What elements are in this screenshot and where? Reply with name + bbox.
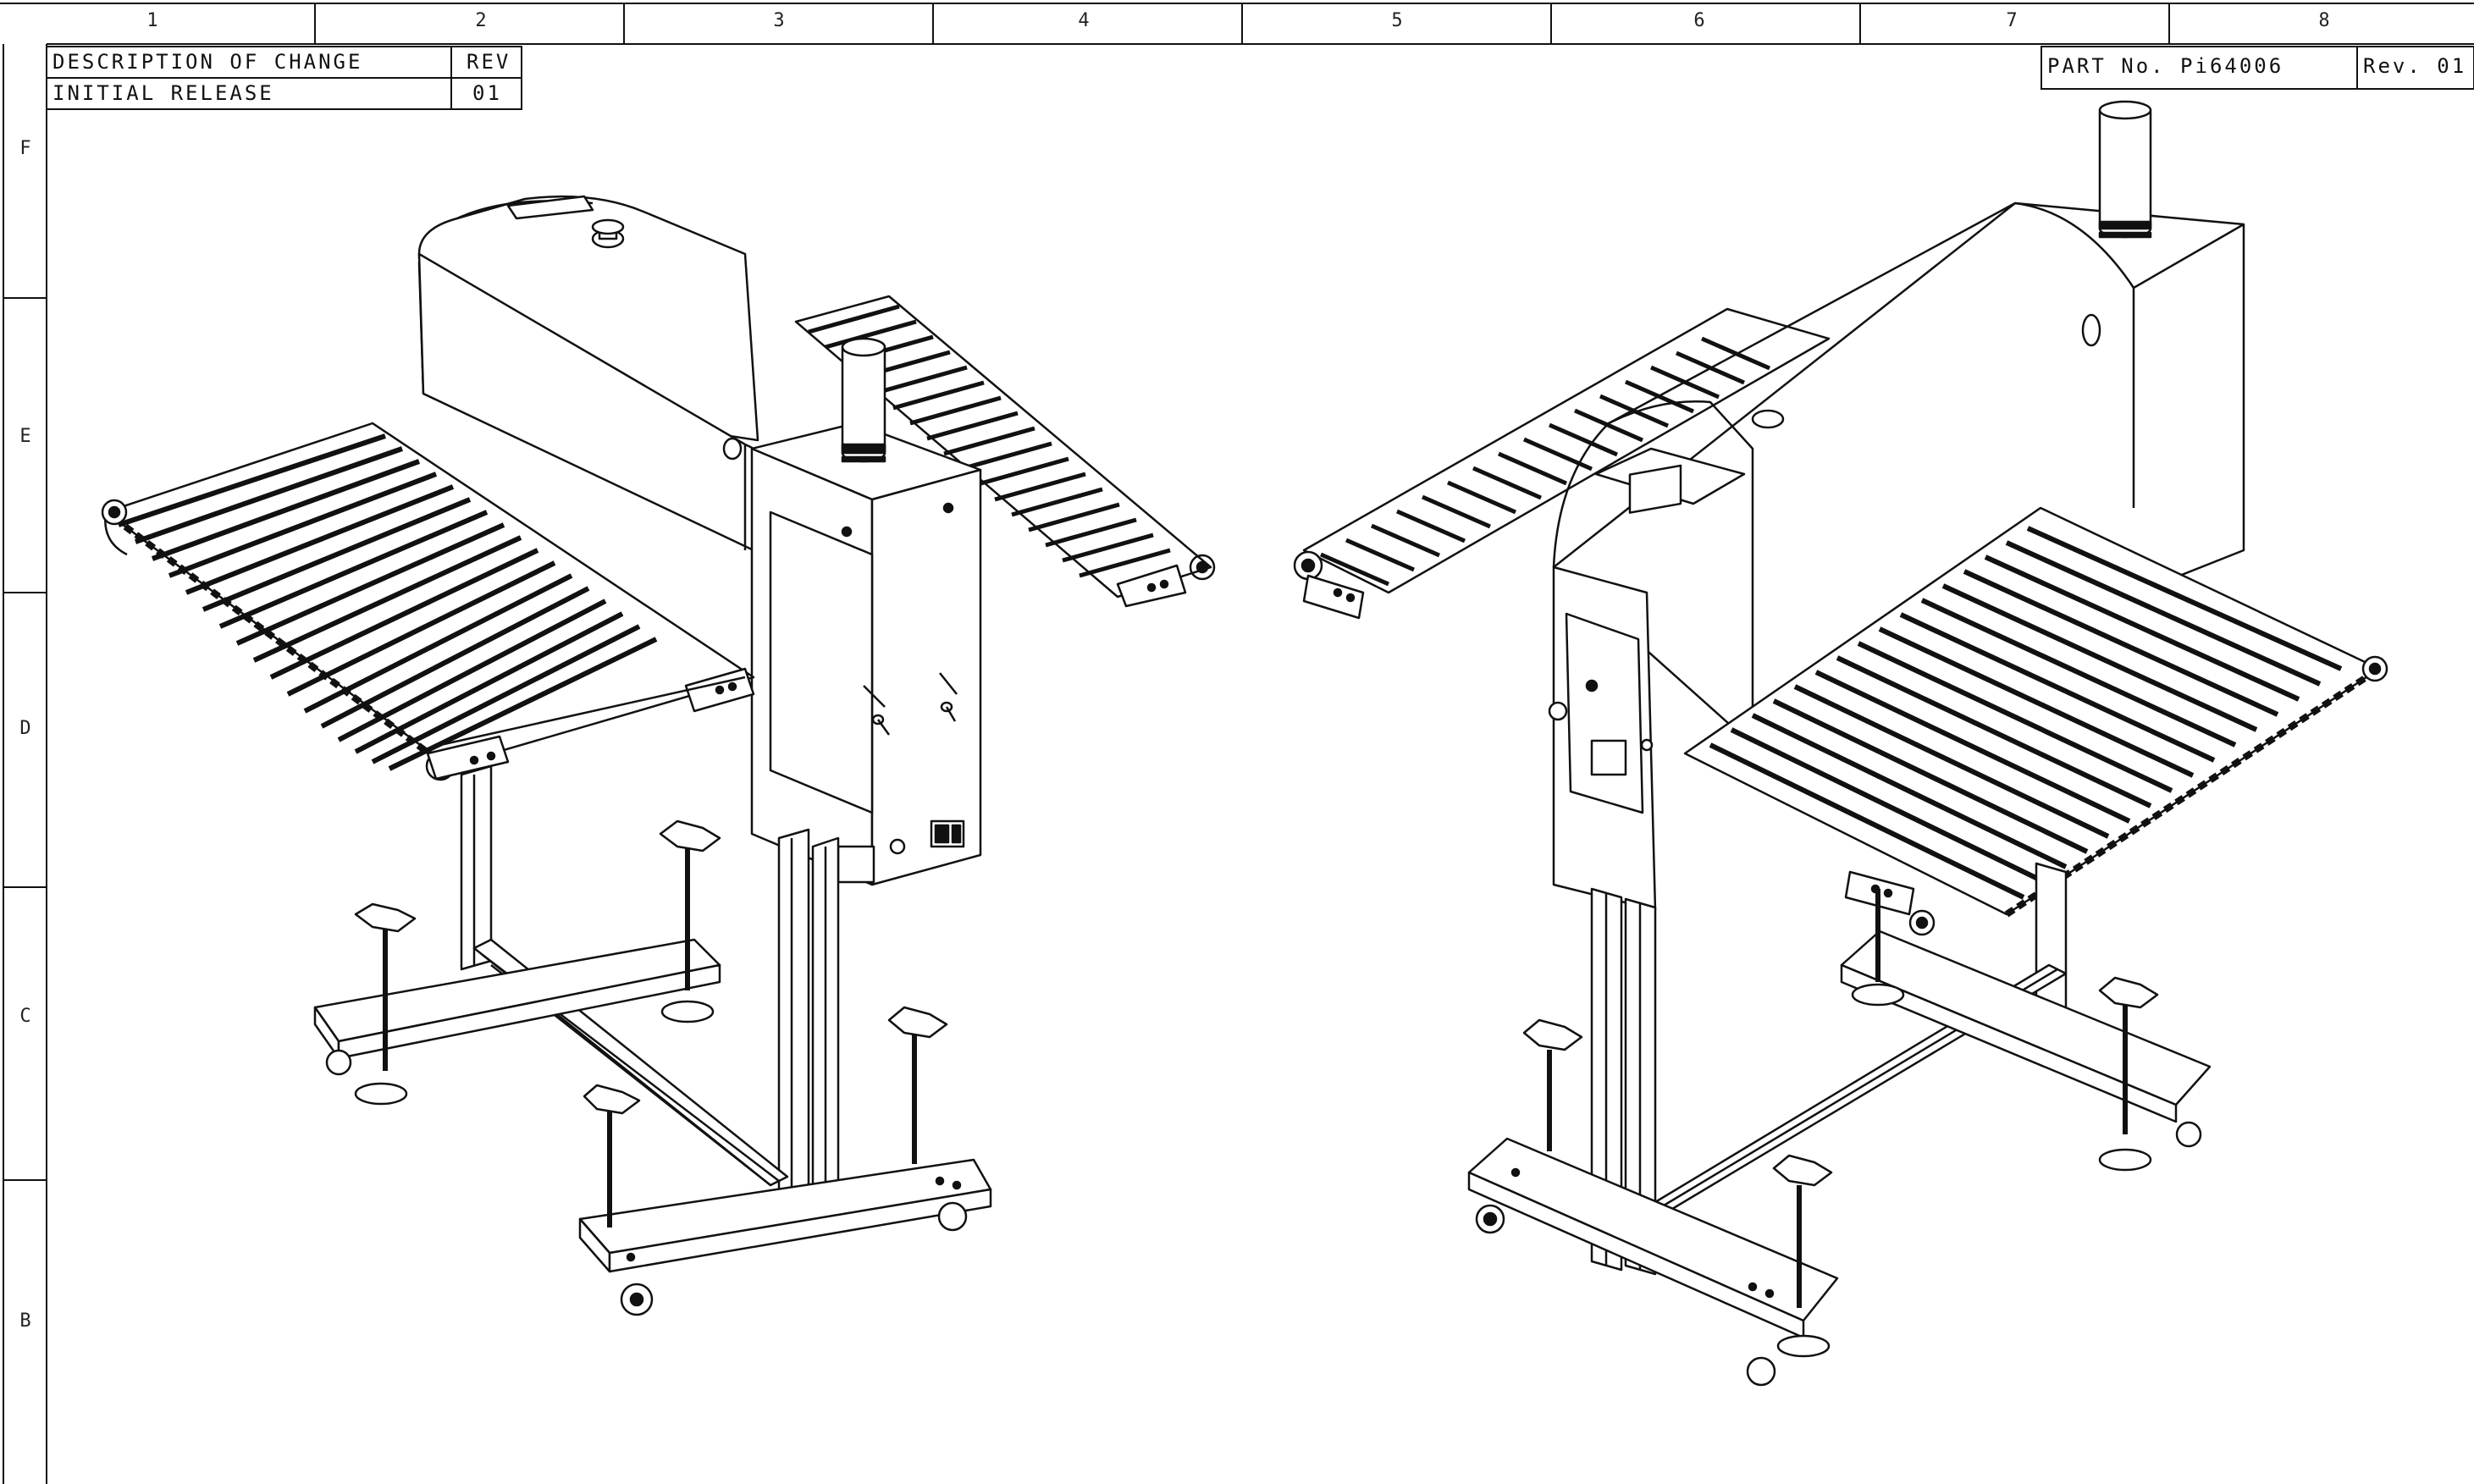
part-revision: Rev. 01 [2363, 54, 2467, 78]
right-back-conveyor [1293, 307, 1831, 620]
row-label-c: C [19, 1006, 31, 1027]
revision-row-rev: 01 [472, 81, 502, 105]
column-label-2: 2 [475, 10, 487, 31]
column-label-7: 7 [2006, 10, 2018, 31]
right-control-panel [1548, 565, 1657, 912]
right-front-base [1467, 1018, 1839, 1387]
right-rear-base [1840, 889, 2212, 1172]
left-back-conveyor [794, 295, 1216, 608]
row-label-d: D [19, 718, 31, 739]
row-label-f: F [19, 138, 31, 159]
revision-row-description: INITIAL RELEASE [52, 81, 274, 105]
column-label-1: 1 [146, 10, 158, 31]
column-label-4: 4 [1078, 10, 1090, 31]
column-label-6: 6 [1693, 10, 1705, 31]
row-label-e: E [19, 426, 31, 447]
left-frame [460, 764, 840, 1238]
part-number: PART No. Pi64006 [2047, 54, 2284, 78]
column-label-8: 8 [2318, 10, 2330, 31]
left-front-conveyor [101, 422, 755, 781]
left-rear-base [313, 819, 721, 1106]
column-label-5: 5 [1391, 10, 1403, 31]
left-detector-housing [417, 195, 785, 556]
column-label-3: 3 [773, 10, 785, 31]
revision-header-description: DESCRIPTION OF CHANGE [52, 50, 363, 74]
row-label-b: B [19, 1310, 31, 1332]
left-front-base [578, 1006, 992, 1316]
left-control-column [750, 337, 982, 886]
revision-header-rev: REV [467, 50, 511, 74]
right-front-conveyor [1683, 506, 2388, 936]
